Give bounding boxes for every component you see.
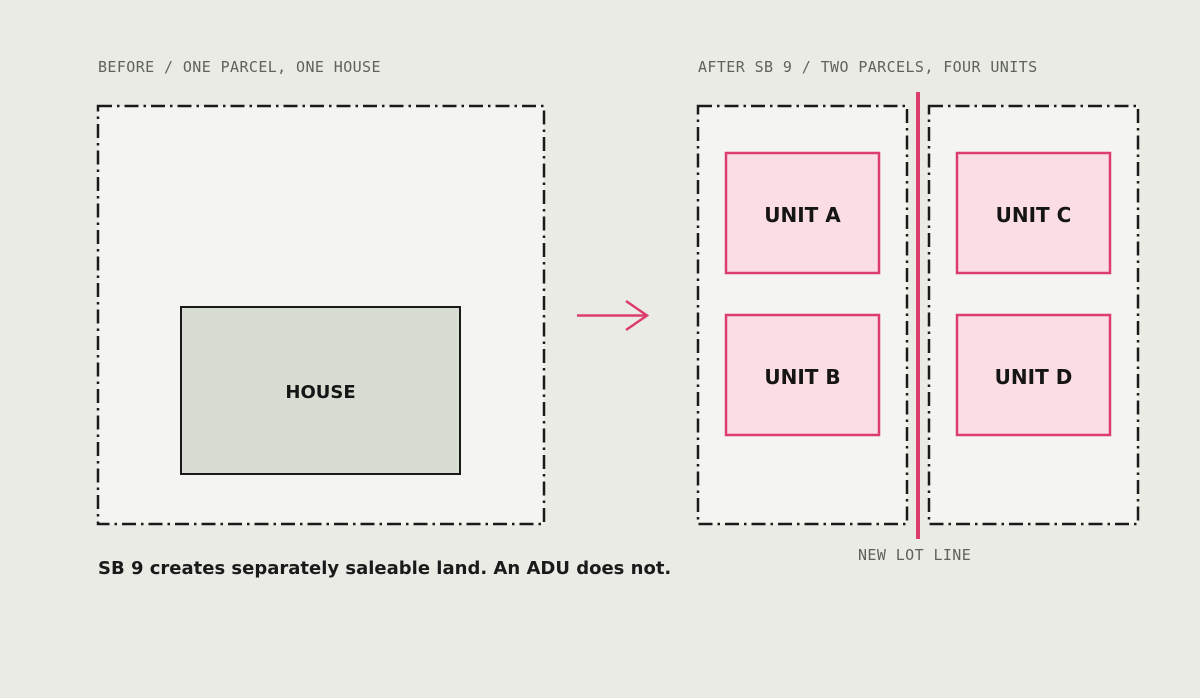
- unit-c-box: [955, 151, 1112, 275]
- transition-arrow-icon: [577, 299, 650, 332]
- lot-line-label: NEW LOT LINE: [858, 546, 972, 564]
- house-box: [180, 306, 461, 475]
- before-heading: BEFORE / ONE PARCEL, ONE HOUSE: [98, 58, 381, 76]
- unit-b-label: UNIT B: [764, 365, 840, 389]
- house-label: HOUSE: [285, 382, 355, 403]
- unit-a-label: UNIT A: [764, 203, 841, 227]
- caption: SB 9 creates separately saleable land. A…: [98, 558, 672, 579]
- unit-c-label: UNIT C: [996, 203, 1072, 227]
- unit-d-label: UNIT D: [995, 365, 1073, 389]
- unit-b-box: [724, 313, 881, 437]
- after-heading: AFTER SB 9 / TWO PARCELS, FOUR UNITS: [698, 58, 1038, 76]
- unit-a-box: [724, 151, 881, 275]
- unit-d-box: [955, 313, 1112, 437]
